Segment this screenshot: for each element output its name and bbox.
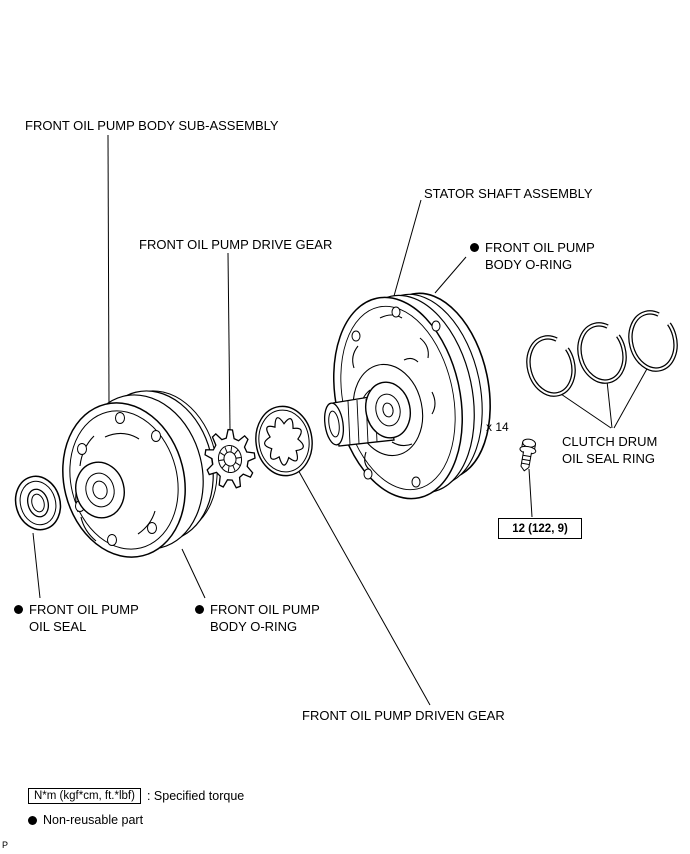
drive-gear-splines [219, 446, 241, 472]
legend-non-reusable-row: Non-reusable part [28, 813, 143, 827]
label-clutch-drum-oil-seal-ring: CLUTCH DRUM OIL SEAL RING [562, 434, 658, 466]
legend-torque-row: N*m (kgf*cm, ft.*lbf) : Specified torque [28, 788, 244, 804]
label-driven-gear: FRONT OIL PUMP DRIVEN GEAR [302, 708, 505, 723]
page-corner-mark: P [2, 840, 9, 850]
leader-lines [32, 134, 649, 706]
label-drive-gear: FRONT OIL PUMP DRIVE GEAR [139, 237, 333, 252]
seal-ring-1 [526, 335, 576, 397]
non-reusable-dot-icon [28, 815, 37, 825]
label-body-oring-lower-text: FRONT OIL PUMP BODY O-RING [210, 602, 320, 634]
pump-body-drawing [62, 390, 218, 558]
non-reusable-dot-icon [14, 605, 23, 614]
leader-oring-upper [434, 256, 467, 294]
legend-torque-box: N*m (kgf*cm, ft.*lbf) [28, 788, 141, 804]
non-reusable-dot-icon [470, 243, 479, 252]
drive-gear-drawing [202, 426, 259, 491]
label-body-oring-upper-text: FRONT OIL PUMP BODY O-RING [485, 240, 595, 272]
label-bolt-count: x 14 [486, 420, 509, 434]
seal-ring-3 [628, 310, 678, 372]
label-body-oring-lower: FRONT OIL PUMP BODY O-RING [195, 601, 320, 635]
leader-ring-2 [606, 380, 613, 429]
legend-torque-desc: : Specified torque [146, 789, 245, 803]
label-oil-seal: FRONT OIL PUMP OIL SEAL [14, 601, 139, 635]
label-body-oring-upper: FRONT OIL PUMP BODY O-RING [470, 239, 595, 273]
non-reusable-dot-icon [195, 605, 204, 614]
label-oil-seal-text: FRONT OIL PUMP OIL SEAL [29, 602, 139, 634]
label-stator-shaft-assembly: STATOR SHAFT ASSEMBLY [424, 186, 593, 201]
leader-oring-lower [181, 548, 206, 599]
leader-pump-body [107, 134, 110, 404]
leader-oil-seal [32, 532, 41, 599]
pump-body-bolt-holes [75, 412, 161, 546]
driven-gear-drawing [251, 403, 316, 480]
legend-non-reusable-text: Non-reusable part [43, 813, 144, 827]
leader-torque [528, 468, 533, 518]
seal-ring-2 [577, 322, 627, 384]
torque-spec-box: 12 (122, 9) [498, 518, 582, 539]
leader-ring-1 [557, 391, 612, 429]
oil-seal-drawing [14, 475, 62, 531]
leader-ring-3 [613, 366, 649, 429]
stator-shaft-drawing [323, 292, 491, 500]
leader-driven-gear [296, 467, 431, 706]
bolt-drawing [519, 438, 537, 472]
label-pump-body-sub-assembly: FRONT OIL PUMP BODY SUB-ASSEMBLY [25, 118, 279, 133]
leader-drive-gear [227, 252, 231, 431]
seal-rings-drawing [526, 310, 678, 397]
leader-stator [393, 199, 422, 297]
